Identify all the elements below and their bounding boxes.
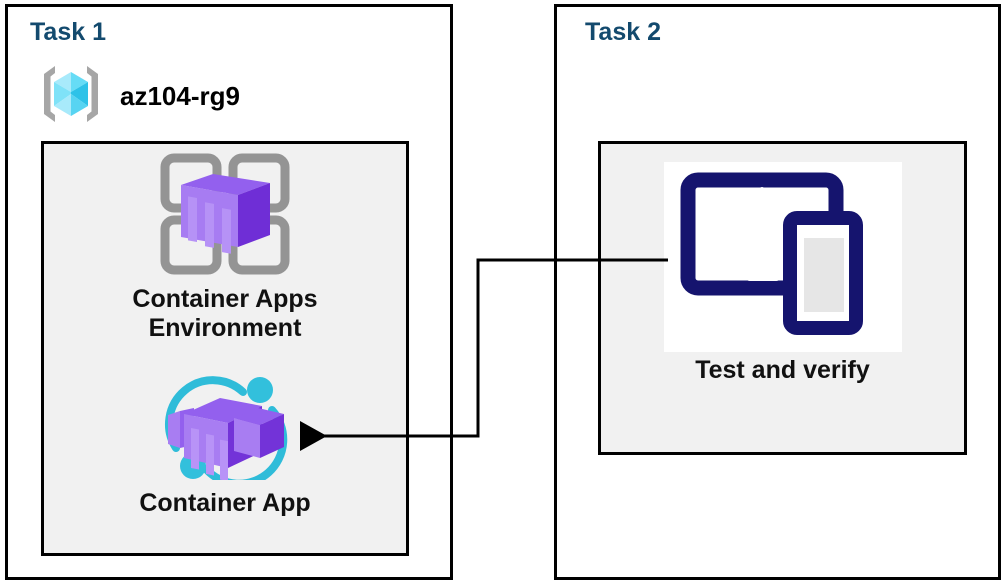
node-label: Container Apps Environment xyxy=(132,285,318,342)
test-and-verify-plate xyxy=(663,162,902,352)
node-label: Container App xyxy=(139,489,311,517)
task-2-title: Task 2 xyxy=(585,18,661,46)
node-label: Test and verify xyxy=(695,356,870,384)
resource-group-name: az104-rg9 xyxy=(120,81,240,111)
resource-group-row: az104-rg9 xyxy=(36,62,240,131)
task-1-title: Task 1 xyxy=(30,18,106,46)
node-container-apps-environment: Container Apps Environment xyxy=(41,152,409,342)
container-apps-environment-icon xyxy=(150,152,300,281)
container-app-icon xyxy=(150,370,300,488)
node-container-app: Container App xyxy=(41,370,409,518)
resource-group-icon xyxy=(36,62,106,131)
test-and-verify-icon xyxy=(680,170,885,345)
node-test-and-verify: Test and verify xyxy=(598,162,967,385)
